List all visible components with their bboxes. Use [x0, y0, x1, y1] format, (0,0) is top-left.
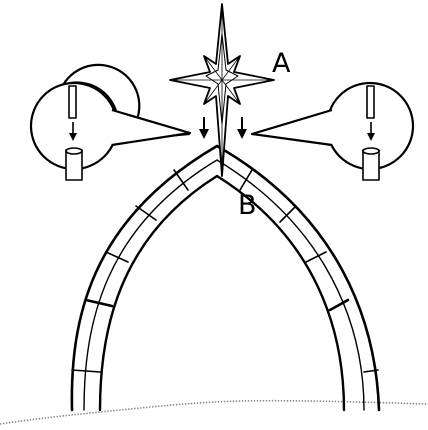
connector-pin	[68, 85, 77, 119]
arch-segment-divider	[363, 369, 379, 373]
arch-segment-divider	[279, 205, 297, 223]
arch-segment-divider	[305, 251, 327, 263]
arch-inner-edge	[98, 174, 346, 412]
arch-segment-divider	[239, 169, 253, 191]
label-b: B	[238, 190, 257, 221]
zoom-callout-right	[250, 81, 415, 181]
arch-segment-divider	[328, 298, 350, 312]
arch	[70, 144, 381, 412]
connector-pin	[366, 85, 375, 119]
label-a: A	[272, 48, 291, 79]
star-icon	[169, 3, 275, 177]
zoom-callout-left	[29, 63, 192, 181]
arch-middle-line	[83, 159, 365, 411]
arch-segment-divider	[135, 205, 157, 221]
arch-segment-divider	[173, 169, 189, 191]
arch-segment-divider	[71, 369, 101, 373]
arch-outer-edge	[70, 144, 381, 412]
arch-segment-divider	[84, 298, 114, 308]
arch-segment-divider	[105, 251, 129, 263]
